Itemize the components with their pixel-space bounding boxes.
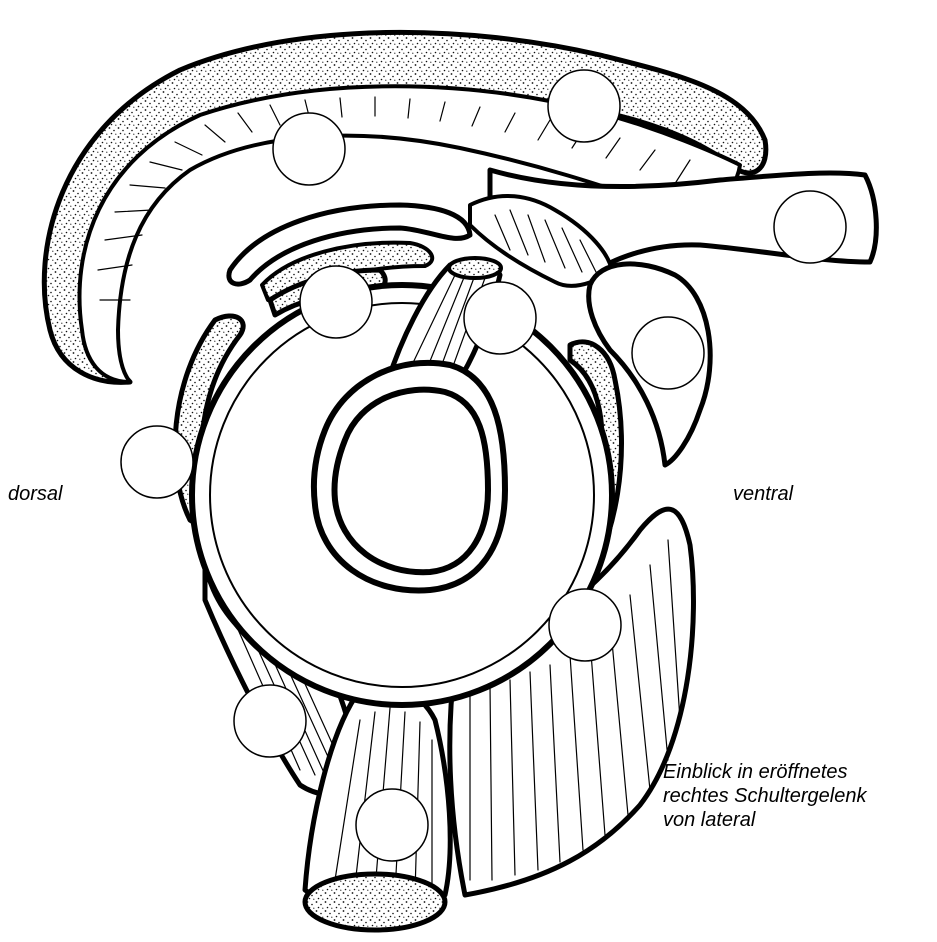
answer-circle-5 xyxy=(464,282,536,354)
caption-line-1: Einblick in eröffnetes xyxy=(663,760,866,784)
humeral-head-inner xyxy=(334,390,488,573)
answer-circle-1 xyxy=(548,70,620,142)
answer-circle-4 xyxy=(300,266,372,338)
answer-circle-3 xyxy=(774,191,846,263)
answer-circle-7 xyxy=(121,426,193,498)
dorsal-label: dorsal xyxy=(8,482,62,506)
ventral-label: ventral xyxy=(733,482,793,506)
caption: Einblick in eröffnetes rechtes Schulterg… xyxy=(663,760,866,832)
answer-circle-9 xyxy=(234,685,306,757)
answer-circle-10 xyxy=(356,789,428,861)
answer-circle-6 xyxy=(632,317,704,389)
triceps-tendon-cut xyxy=(305,874,445,930)
answer-circle-8 xyxy=(549,589,621,661)
caption-line-3: von lateral xyxy=(663,808,866,832)
biceps-tendon-cut xyxy=(449,258,501,278)
caption-line-2: rechtes Schultergelenk xyxy=(663,784,866,808)
answer-circle-2 xyxy=(273,113,345,185)
